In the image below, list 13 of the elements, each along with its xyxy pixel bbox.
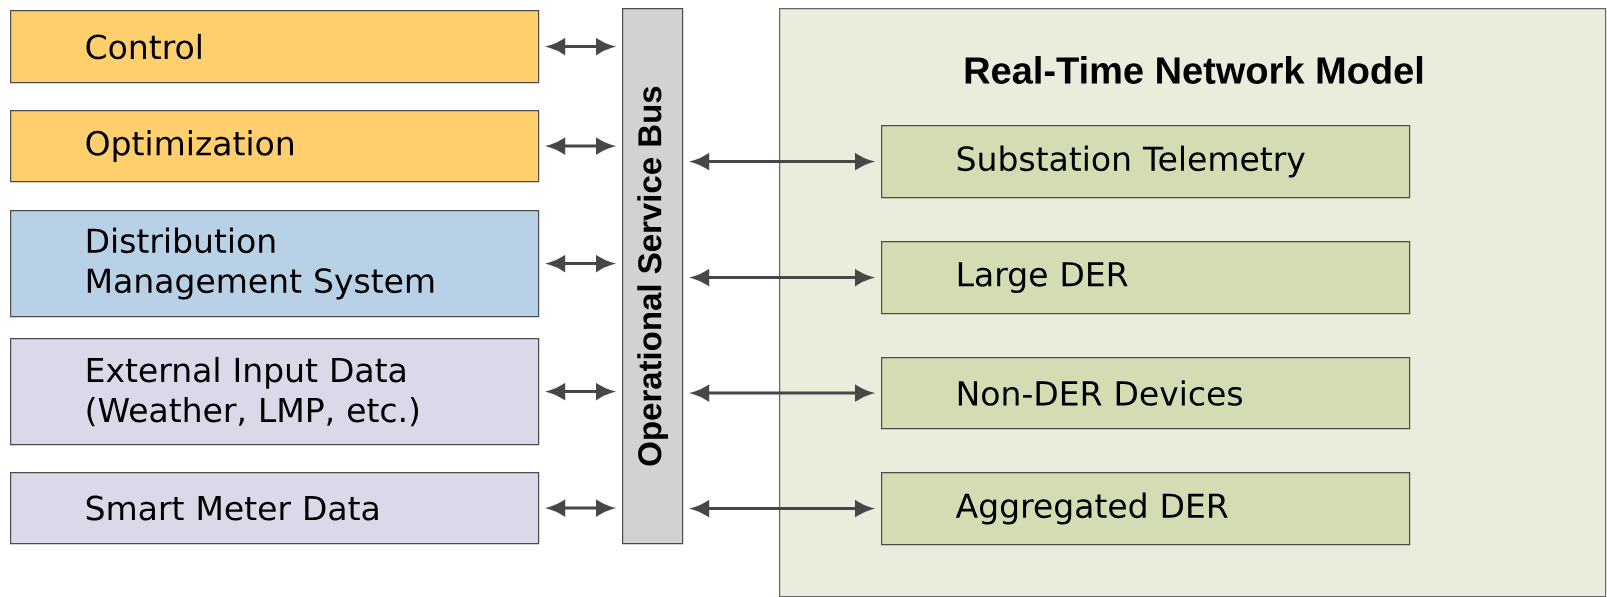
double-arrow <box>548 500 613 516</box>
process-box: Non-DER Devices <box>881 357 1411 430</box>
process-box: Substation Telemetry <box>881 125 1411 199</box>
process-box: Optimization <box>10 110 540 183</box>
process-box: Smart Meter Data <box>10 472 540 545</box>
double-arrow <box>548 138 613 154</box>
process-box: Control <box>10 10 540 84</box>
process-box: External Input Data (Weather, LMP, etc.) <box>10 338 540 446</box>
process-box: Aggregated DER <box>881 472 1411 546</box>
service-bus: Operational Service Bus <box>622 8 684 545</box>
double-arrow <box>692 385 872 401</box>
process-box: Distribution Management System <box>10 210 540 318</box>
process-box: Large DER <box>881 241 1411 315</box>
